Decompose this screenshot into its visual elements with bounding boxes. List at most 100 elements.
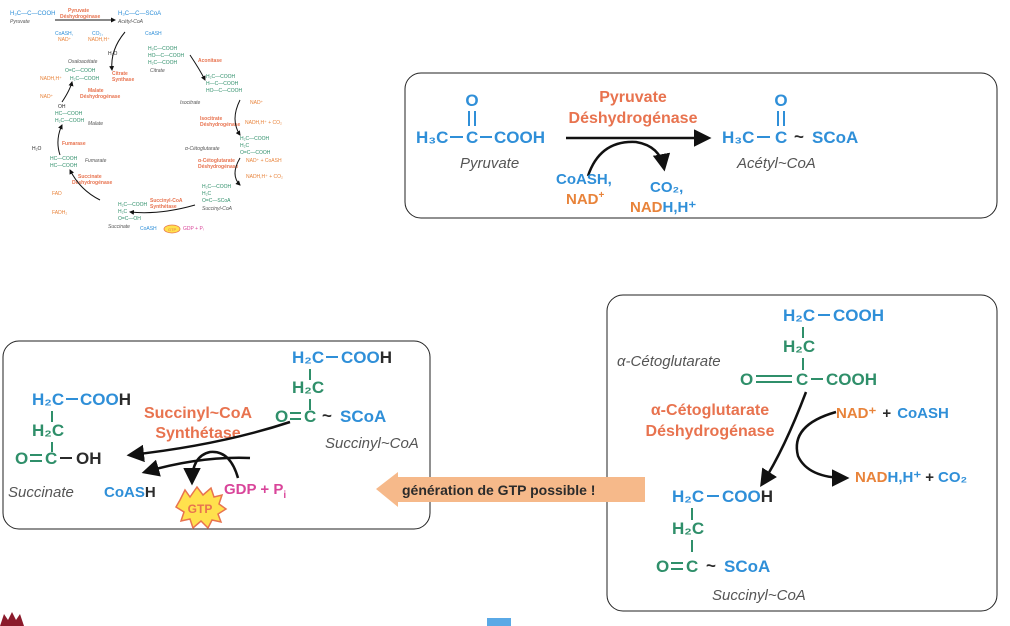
svg-text:H₃C—C—SCoA: H₃C—C—SCoA: [118, 11, 161, 17]
svg-text:H₂C—COOH: H₂C—COOH: [70, 76, 100, 82]
footer-tab: [487, 618, 511, 626]
svg-text:O: O: [774, 91, 787, 110]
svg-text:~: ~: [794, 127, 804, 146]
svg-text:HC—COOH: HC—COOH: [55, 111, 83, 117]
pyruvate-structure: O H₃C C COOH: [416, 91, 545, 147]
svg-text:~: ~: [322, 406, 332, 425]
enzyme-scs-line1: Succinyl~CoA: [144, 405, 252, 422]
svg-text:O: O: [740, 370, 753, 389]
svg-text:Fumarase: Fumarase: [62, 141, 86, 147]
svg-text:H₃C: H₃C: [416, 128, 448, 147]
svg-text:COOH: COOH: [341, 348, 392, 367]
svg-text:H₂C—COOH: H₂C—COOH: [240, 136, 270, 142]
svg-text:CoASH: CoASH: [145, 31, 162, 37]
svg-text:H₂C—COOH: H₂C—COOH: [148, 46, 178, 52]
svg-text:C: C: [45, 449, 57, 468]
svg-text:H₂C: H₂C: [202, 191, 212, 197]
krebs-cycle-thumbnail: H₃C—C—COOH Pyruvate Pyruvate Déshydrogén…: [10, 8, 283, 234]
svg-text:Citrate: Citrate: [112, 71, 128, 77]
svg-text:O=C—COOH: O=C—COOH: [65, 68, 96, 74]
gdp-pi: GDP + Pi: [224, 481, 286, 501]
svg-text:C: C: [304, 407, 316, 426]
svg-text:Déshydrogénase: Déshydrogénase: [60, 14, 101, 20]
svg-text:Malate: Malate: [88, 121, 103, 127]
svg-text:OH: OH: [76, 449, 102, 468]
label-pyruvate: Pyruvate: [460, 155, 519, 172]
scs-coash-arrow: [141, 456, 251, 477]
svg-text:H₂C: H₂C: [32, 390, 64, 409]
svg-text:Succinyl-CoA: Succinyl-CoA: [150, 198, 183, 204]
svg-text:Acétyl-CoA: Acétyl-CoA: [117, 19, 144, 25]
svg-text:α-Cétoglutarate: α-Cétoglutarate: [185, 146, 220, 152]
svg-text:FAD: FAD: [52, 191, 62, 197]
svg-text:OH: OH: [58, 104, 66, 110]
svg-text:COOH: COOH: [826, 370, 877, 389]
svg-text:HO—C—COOH: HO—C—COOH: [206, 88, 243, 94]
svg-text:O: O: [465, 91, 478, 110]
svg-text:H₂C: H₂C: [672, 519, 704, 538]
svg-text:Succinyl-CoA: Succinyl-CoA: [202, 206, 233, 212]
akg-structure: H₂C COOH H₂C O C COOH: [740, 306, 884, 389]
svg-text:H₂C—COOH: H₂C—COOH: [202, 184, 232, 190]
svg-text:H₂C: H₂C: [783, 306, 815, 325]
svg-text:H₂C: H₂C: [240, 143, 250, 149]
succinyl-coa-structure-right: H₂C COOH H₂C O C ~ SCoA: [656, 487, 773, 576]
svg-text:Déshydrogénase: Déshydrogénase: [72, 180, 113, 186]
svg-text:SCoA: SCoA: [340, 407, 386, 426]
svg-text:H₂C—COOH: H₂C—COOH: [148, 60, 178, 66]
svg-text:CoASH: CoASH: [140, 226, 157, 232]
svg-text:COOH: COOH: [80, 390, 131, 409]
akg-products-out: NADH,H⁺+CO₂: [855, 469, 967, 486]
panel-akg-dehydrogenase: H₂C COOH H₂C O C COOH α-Cétoglutarate α-…: [606, 294, 998, 612]
svg-text:H₂O: H₂O: [32, 146, 42, 152]
svg-text:H₂C: H₂C: [783, 337, 815, 356]
svg-text:NAD⁺ + CoASH: NAD⁺ + CoASH: [246, 158, 282, 164]
svg-text:O=C—SCoA: O=C—SCoA: [202, 198, 231, 204]
svg-text:FADH₂: FADH₂: [52, 210, 67, 216]
svg-text:NAD⁺: NAD⁺: [40, 94, 54, 100]
svg-text:H₃C: H₃C: [722, 128, 754, 147]
svg-text:H₂C: H₂C: [118, 209, 128, 215]
svg-text:COOH: COOH: [722, 487, 773, 506]
svg-text:NADH,H⁺ + CO₂: NADH,H⁺ + CO₂: [245, 120, 282, 126]
banner-text: génération de GTP possible !: [402, 482, 595, 498]
svg-text:COOH: COOH: [494, 128, 545, 147]
svg-text:Succinate: Succinate: [78, 174, 102, 180]
label-succinyl-coa-left: Succinyl~CoA: [325, 435, 419, 452]
gtp-banner-arrow: génération de GTP possible !: [376, 472, 645, 507]
svg-text:Isocitrate: Isocitrate: [180, 100, 201, 106]
cofactor-coash: CoASH,: [556, 171, 612, 188]
svg-text:O: O: [275, 407, 288, 426]
svg-text:H₂C—COOH: H₂C—COOH: [118, 202, 148, 208]
svg-text:Aconitase: Aconitase: [198, 58, 222, 64]
svg-text:NADH,H⁺ + CO₂: NADH,H⁺ + CO₂: [246, 174, 283, 180]
svg-text:O=C—COOH: O=C—COOH: [240, 150, 271, 156]
cofactor-arrow: [586, 140, 671, 177]
label-acetyl-coa: Acétyl~CoA: [736, 155, 816, 172]
label-succinyl-coa-right: Succinyl~CoA: [712, 587, 806, 604]
product-co2: CO₂,: [650, 179, 683, 196]
scs-main-arrow: [126, 420, 291, 463]
svg-text:H₂C—COOH: H₂C—COOH: [206, 74, 236, 80]
svg-text:Pyruvate: Pyruvate: [68, 8, 89, 14]
enzyme-scs-line2: Synthétase: [155, 425, 240, 442]
svg-text:Pyruvate: Pyruvate: [10, 19, 30, 25]
svg-text:NAD⁺: NAD⁺: [250, 100, 264, 106]
svg-text:C: C: [466, 128, 478, 147]
svg-text:HC—COOH: HC—COOH: [50, 163, 78, 169]
svg-text:α-Cétoglutarate: α-Cétoglutarate: [198, 158, 235, 164]
svg-text:O=C—OH: O=C—OH: [118, 216, 141, 222]
svg-text:GTP: GTP: [188, 502, 213, 516]
svg-text:NADH,H⁺: NADH,H⁺: [88, 37, 110, 43]
akg-main-arrow: [760, 391, 808, 487]
svg-text:Isocitrate: Isocitrate: [200, 116, 222, 122]
svg-text:C: C: [686, 557, 698, 576]
succinyl-coa-structure-left: H₂C COOH H₂C O C ~ SCoA: [275, 348, 392, 426]
product-coash: CoASH: [104, 484, 156, 501]
label-alpha-cetoglutarate: α-Cétoglutarate: [617, 353, 721, 370]
akg-cofactor-arrow: [795, 410, 850, 487]
svg-text:H₂C: H₂C: [292, 348, 324, 367]
panel-pyruvate-dehydrogenase: O H₃C C COOH Pyruvate Pyruvate Déshydrog…: [404, 72, 998, 219]
svg-text:Déshydrogénase: Déshydrogénase: [200, 122, 241, 128]
cofactor-nad: NAD+: [566, 190, 605, 208]
